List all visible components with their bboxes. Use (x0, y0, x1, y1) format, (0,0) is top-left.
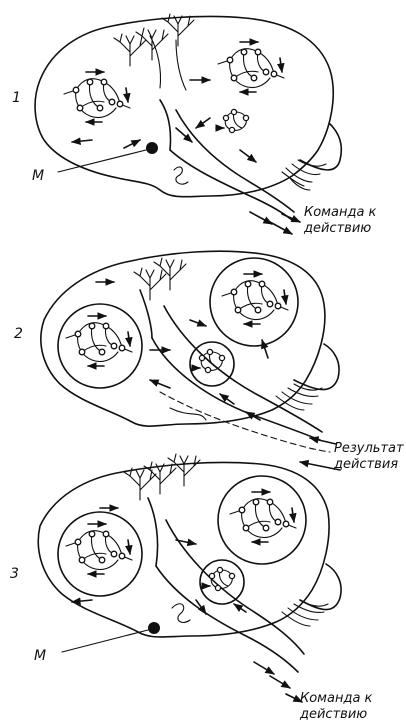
marker-leader-1 (58, 150, 146, 172)
caption-1-line-1: Команда к (304, 205, 377, 220)
panel-number-2: 2 (14, 326, 23, 342)
panel-1: М 1 Команда к действию (12, 14, 377, 236)
marker-leader-3 (62, 630, 148, 652)
caption-1-line-2: действию (303, 221, 371, 236)
caption-3-line-1: Команда к (300, 691, 373, 706)
marker-dot-3 (148, 622, 160, 634)
caption-3-line-2: действию (299, 707, 367, 722)
caption-2-line-2: действия (333, 457, 398, 472)
marker-dot-1 (146, 142, 158, 154)
panel-3: М 3 Команда к действию (10, 454, 373, 722)
panel-number-3: 3 (10, 566, 19, 582)
brain-outline-3 (38, 462, 329, 637)
marker-label-3: М (34, 648, 46, 664)
caption-2-line-1: Результат (334, 441, 404, 456)
panel-number-1: 1 (12, 90, 21, 106)
circle-right-2 (210, 258, 298, 346)
marker-label-1: М (32, 168, 44, 184)
circle-right-3 (218, 476, 306, 564)
brain-outline-2 (41, 251, 325, 426)
panel-2: 2 Результат действия (14, 251, 404, 472)
